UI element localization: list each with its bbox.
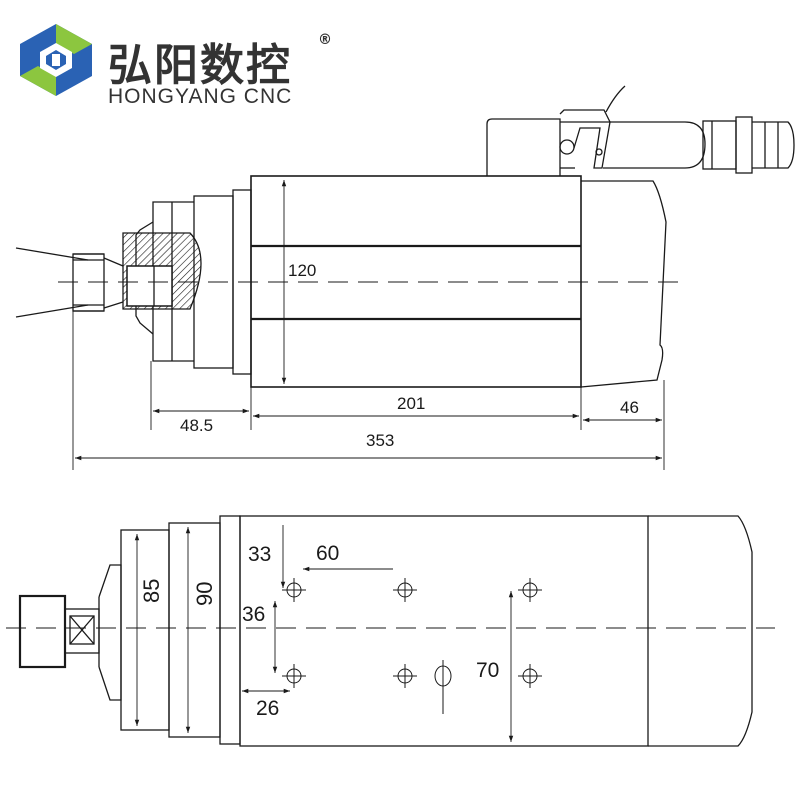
dim-hole-top-offset: 33 [248, 543, 271, 566]
mounting-hole [393, 664, 417, 688]
brand-name-cn: 弘阳数控 [108, 40, 292, 91]
bottom-dimension-labels: 85 90 33 60 36 26 70 [139, 542, 499, 720]
flange-90 [168, 522, 221, 738]
dim-hole-left-offset: 26 [256, 697, 279, 720]
brand-logo: 弘阳数控 ® HONGYANG CNC [20, 24, 332, 108]
locating-hole [434, 660, 452, 714]
side-dimension-lines [75, 180, 662, 461]
extension-lines [72, 311, 665, 470]
mounting-hole [518, 578, 542, 602]
bottom-collet [18, 594, 67, 669]
mounting-hole [282, 664, 306, 688]
dim-hole-spacing-x: 60 [316, 542, 339, 565]
bottom-dimension-lines [134, 525, 514, 742]
bottom-view [6, 515, 775, 747]
bottom-body [239, 515, 649, 747]
logo-mark-icon [20, 24, 92, 96]
dim-total-length: 353 [366, 431, 394, 450]
dim-diameter: 120 [288, 261, 316, 280]
brand-name-en: HONGYANG CNC [108, 85, 292, 108]
side-view [15, 85, 795, 470]
dim-nose-length: 48.5 [180, 416, 213, 435]
motor-body [250, 175, 667, 388]
dim-flange-90: 90 [192, 582, 217, 606]
connector-housing [486, 85, 795, 176]
dim-flange-85: 85 [139, 579, 164, 603]
mounting-hole [518, 664, 542, 688]
dim-hole-spacing-y: 36 [242, 603, 265, 626]
flange-85 [120, 529, 170, 731]
mounting-hole [282, 578, 306, 602]
dim-body-length: 201 [397, 394, 425, 413]
dim-hole-pitch-y: 70 [476, 659, 499, 682]
spindle-nose [15, 189, 252, 375]
side-dimension-labels: 120 201 48.5 46 353 [180, 261, 639, 450]
mounting-holes [282, 578, 542, 714]
mounting-hole [393, 578, 417, 602]
registered-mark: ® [318, 32, 332, 48]
dim-cap-length: 46 [620, 398, 639, 417]
